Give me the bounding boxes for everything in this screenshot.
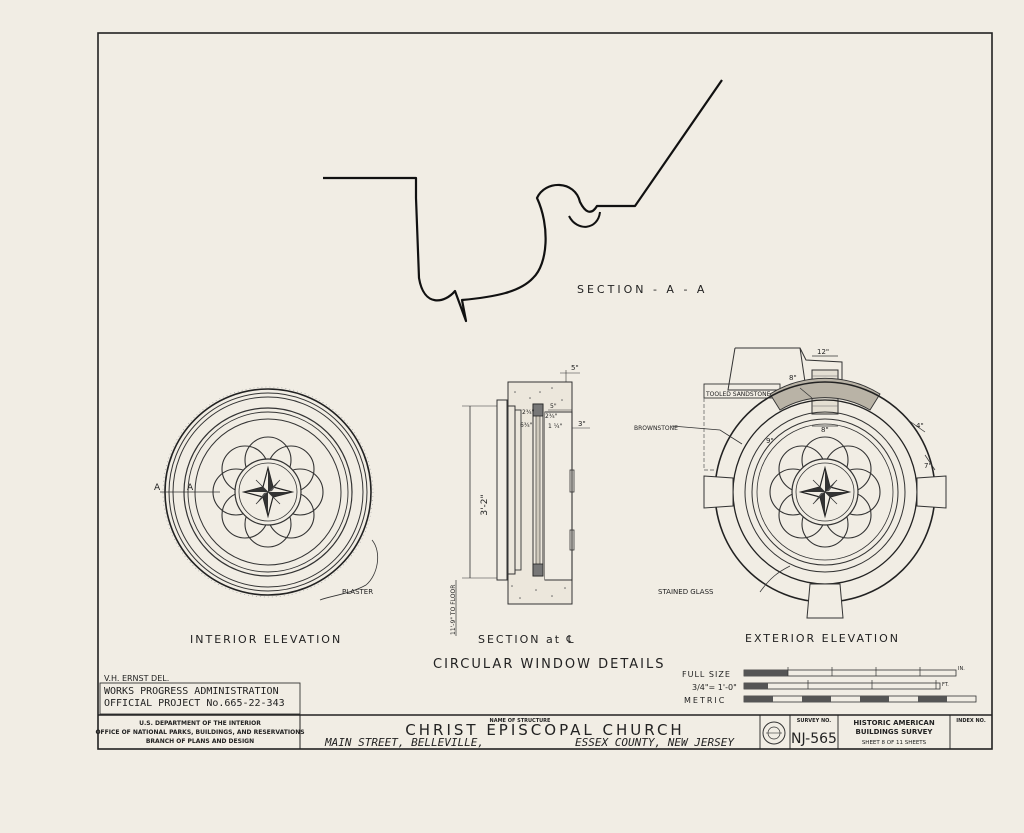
title-block xyxy=(98,714,992,749)
interior-cut-mark-left: A xyxy=(154,483,161,493)
location-right: ESSEX COUNTY, NEW JERSEY xyxy=(575,736,735,749)
wpa-line-1: WORKS PROGRESS ADMINISTRATION xyxy=(104,686,279,697)
floor-note: 11'-9" TO FLOOR xyxy=(450,585,457,635)
section-a-a-label: SECTION - A - A xyxy=(577,283,707,296)
ext-dim-9: 9" xyxy=(766,437,774,445)
agency-line-1: U.S. DEPARTMENT OF THE INTERIOR xyxy=(139,720,261,727)
section-dim-top-b: 5" xyxy=(550,403,557,410)
survey-no: NJ-565 xyxy=(791,731,837,747)
centerline-section xyxy=(455,370,590,636)
ext-dim-12: 12" xyxy=(817,348,829,356)
stained-glass-note: STAINED GLASS xyxy=(658,588,714,596)
section-a-a-profile xyxy=(323,79,723,323)
interior-elevation xyxy=(160,386,379,601)
section-dim-top-a: 5" xyxy=(571,364,579,372)
section-dim-height: 3'-2" xyxy=(480,494,490,515)
section-dim-frame-4: 1 ¼" xyxy=(548,423,563,430)
sheet-info: SHEET 8 OF 11 SHEETS xyxy=(862,740,927,746)
plaster-note: PLASTER xyxy=(342,588,373,596)
agency-line-2: OFFICE OF NATIONAL PARKS, BUILDINGS, AND… xyxy=(95,729,304,736)
ext-dim-7: 7" xyxy=(924,462,932,470)
habs-line-2: BUILDINGS SURVEY xyxy=(856,728,934,736)
section-dim-frame-3: 6¾" xyxy=(520,422,533,429)
section-dim-right: 3" xyxy=(578,420,586,428)
scale-full-size-label: FULL SIZE xyxy=(682,670,731,679)
scale-bars xyxy=(743,667,977,703)
index-no-label: INDEX NO. xyxy=(956,718,986,724)
ext-dim-8b: 8" xyxy=(821,426,829,434)
delineator: V.H. ERNST DEL. xyxy=(104,674,169,683)
exterior-elevation xyxy=(671,347,947,619)
scale-in-unit: IN. xyxy=(958,666,965,672)
section-title: SECTION at ℄ xyxy=(478,633,576,646)
name-of-structure-label: NAME OF STRUCTURE xyxy=(490,718,552,724)
brownstone-note: BROWNSTONE xyxy=(634,425,678,432)
agency-line-3: BRANCH OF PLANS AND DESIGN xyxy=(146,738,254,745)
nps-seal-icon xyxy=(762,721,786,745)
location-left: MAIN STREET, BELLEVILLE, xyxy=(324,736,484,749)
interior-cut-mark-right: A xyxy=(187,483,194,493)
ext-dim-8a: 8" xyxy=(789,374,797,382)
section-dim-frame-1: 2¾" xyxy=(522,409,535,416)
scale-three-quarter-label: 3/4"= 1'-0" xyxy=(692,683,737,692)
wpa-box xyxy=(99,682,301,715)
ext-dim-4: 4" xyxy=(916,422,924,430)
structure-name: CHRIST EPISCOPAL CHURCH xyxy=(405,721,684,739)
interior-elevation-title: INTERIOR ELEVATION xyxy=(190,633,342,646)
sheet-border xyxy=(97,32,993,750)
section-dim-frame-2: 2¾" xyxy=(545,413,558,420)
exterior-elevation-title: EXTERIOR ELEVATION xyxy=(745,632,900,645)
survey-no-label: SURVEY NO. xyxy=(797,718,831,724)
wpa-line-2: OFFICIAL PROJECT No.665-22-343 xyxy=(104,698,285,709)
scale-ft-unit: FT. xyxy=(942,682,949,688)
habs-line-1: HISTORIC AMERICAN xyxy=(853,719,935,727)
drawing-title: CIRCULAR WINDOW DETAILS xyxy=(433,657,666,672)
scale-metric-label: METRIC xyxy=(684,696,726,705)
sandstone-note: TOOLED SANDSTONE xyxy=(705,391,771,398)
